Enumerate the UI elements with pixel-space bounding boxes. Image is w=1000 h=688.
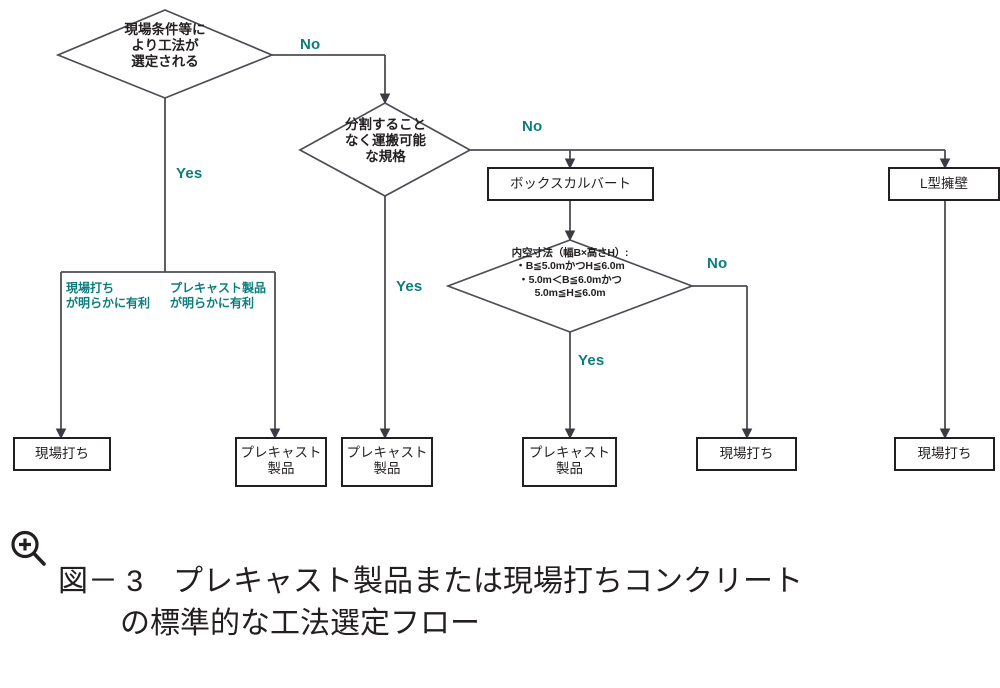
box-shapes	[13, 167, 1000, 487]
box-t2	[235, 437, 327, 487]
figure-root: 現場条件等に より工法が 選定される 分割すること なく運搬可能 な規格 内空寸…	[0, 9, 1000, 640]
connector-lines	[55, 54, 951, 440]
box-t4	[522, 437, 617, 487]
diamond-d1	[55, 9, 275, 99]
box-p2	[888, 167, 1000, 201]
caption-text-block: 図－ 3 プレキャスト製品または現場打ちコンクリート の標準的な工法選定フロー	[58, 518, 988, 688]
caption-line-1: 図－ 3 プレキャスト製品または現場打ちコンクリート	[58, 564, 804, 598]
diamond-d2	[298, 102, 472, 197]
magnifier-plus-icon[interactable]	[8, 528, 50, 570]
flowchart-canvas	[13, 9, 1000, 487]
diamond-d3	[445, 239, 695, 333]
diamond-shapes	[55, 9, 695, 333]
caption-line-2: の標準的な工法選定フロー	[120, 607, 480, 641]
figure-caption: 図－ 3 プレキャスト製品または現場打ちコンクリート の標準的な工法選定フロー	[0, 516, 1000, 640]
box-t5	[696, 437, 797, 471]
box-t3	[341, 437, 433, 487]
box-p1	[487, 167, 654, 201]
box-t6	[894, 437, 995, 471]
box-t1	[13, 437, 111, 471]
